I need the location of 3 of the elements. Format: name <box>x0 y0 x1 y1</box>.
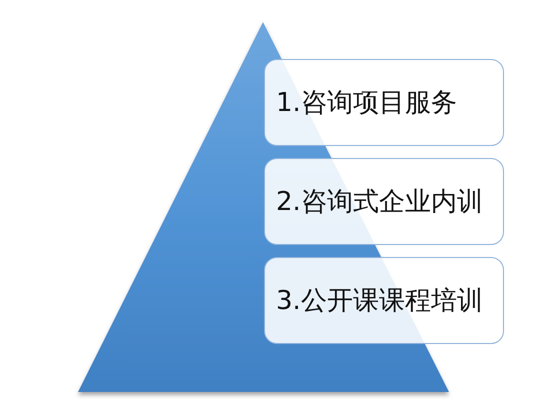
text-box: 2.咨询式企业内训 <box>264 158 504 245</box>
text-box: 1.咨询项目服务 <box>264 59 504 146</box>
text-box: 3.公开课课程培训 <box>264 257 504 344</box>
